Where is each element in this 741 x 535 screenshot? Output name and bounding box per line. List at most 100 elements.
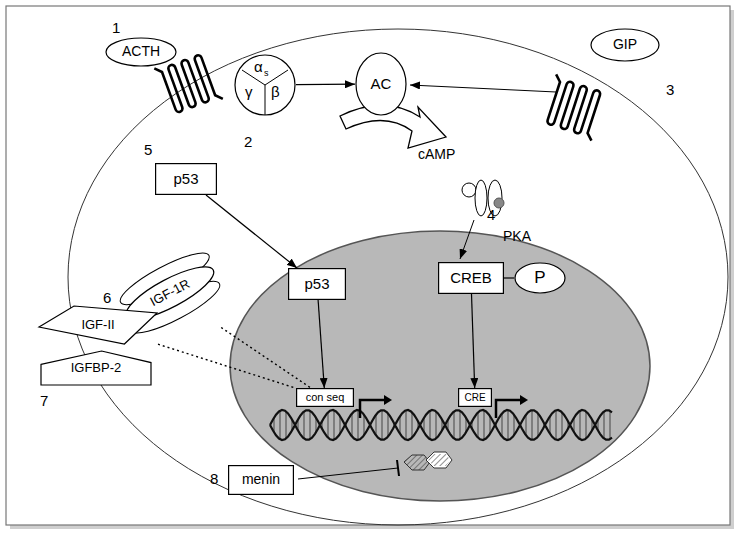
- transcription-arrow: [496, 400, 520, 418]
- receptor: [540, 74, 607, 140]
- dna-helix: [270, 410, 612, 440]
- outline: [235, 55, 295, 115]
- dna-rung: [454, 411, 455, 438]
- sequence-box: CRE: [458, 388, 492, 407]
- callout-number: 7: [40, 393, 48, 410]
- node-text: α: [254, 59, 263, 76]
- receptor-helix: [540, 74, 607, 140]
- dna-rung: [610, 411, 611, 440]
- dna-rung: [604, 411, 605, 438]
- dna-rung: [328, 412, 329, 437]
- dna-rung: [430, 411, 431, 440]
- outline: [229, 466, 294, 495]
- dna-rung: [460, 411, 461, 440]
- node-text: AC: [371, 76, 392, 93]
- outline: [297, 389, 354, 407]
- protein-complex: [426, 452, 452, 468]
- node-text: menin: [242, 472, 280, 487]
- callout-number: 8: [210, 471, 218, 488]
- dna-rung: [478, 412, 479, 437]
- dna-rung: [412, 412, 413, 437]
- callout-number: 5: [144, 142, 152, 159]
- nucleus: [230, 231, 650, 501]
- pka-subunit: [475, 180, 487, 216]
- node-text: s: [264, 69, 269, 79]
- protein-hatch: [428, 454, 450, 466]
- node-text: CRE: [464, 392, 485, 403]
- molecule-label: PKA: [503, 229, 531, 244]
- outline: [156, 164, 217, 195]
- arrow: [460, 220, 474, 259]
- subunit-divider: [265, 70, 288, 85]
- enzyme-ellipse: AC: [355, 52, 407, 116]
- dna-rung: [514, 415, 515, 436]
- dna-rung: [580, 411, 581, 440]
- dna-rung: [484, 410, 485, 439]
- node-text: con seq: [306, 391, 345, 403]
- callout-number: 6: [103, 290, 111, 307]
- subunit-divider: [265, 85, 266, 115]
- phosphate-ellipse: P: [514, 262, 566, 294]
- inhibition-line: [298, 468, 398, 479]
- binding-protein-shape: IGFBP-2: [40, 350, 152, 386]
- arrow-connector: [206, 195, 297, 268]
- callout-number: 3: [666, 82, 674, 99]
- callout-number: 2: [244, 134, 252, 151]
- protein-box: p53: [155, 163, 217, 195]
- outline: [39, 306, 157, 344]
- dna-rung: [286, 411, 287, 438]
- cell-membrane: [68, 29, 728, 525]
- sequence-box: con seq: [296, 388, 354, 407]
- protein-box: CREB: [438, 262, 504, 294]
- dna-rung: [508, 410, 509, 440]
- dna-rung: [280, 411, 281, 440]
- callout-number: 1: [112, 20, 120, 37]
- dna-rung: [538, 413, 539, 436]
- dna-rung: [358, 410, 359, 440]
- ligand-ellipse: GIP: [590, 28, 660, 62]
- transcription-arrow: [360, 400, 384, 418]
- dna-rung: [376, 415, 377, 436]
- outline: [289, 269, 346, 300]
- outline: [591, 29, 659, 61]
- node-text: IGFBP-2: [71, 361, 122, 375]
- node-text: GIP: [613, 37, 637, 52]
- dna-strand: [270, 410, 612, 440]
- node-text: p53: [304, 276, 329, 293]
- node-text: P: [534, 269, 545, 288]
- dna-rung: [532, 410, 533, 440]
- molecule-label: cAMP: [418, 147, 455, 162]
- dotted-connector: [221, 328, 311, 389]
- dna-rung: [334, 410, 335, 439]
- outline: [439, 263, 504, 294]
- arrow-connector: [472, 294, 475, 388]
- inhibition-bar: [397, 460, 399, 476]
- dna-rung: [526, 415, 527, 436]
- node-text: ACTH: [122, 44, 160, 59]
- dna-strand: [270, 410, 612, 440]
- pka-subunit: [462, 183, 476, 197]
- ligand-ellipse: ACTH: [105, 37, 177, 67]
- arrow-connector: [318, 300, 324, 388]
- dna-rung: [352, 413, 353, 436]
- pka-dot: [494, 198, 504, 208]
- dna-rung: [406, 410, 407, 439]
- dna-rung: [436, 411, 437, 438]
- outline: [356, 53, 406, 115]
- outline: [515, 263, 565, 293]
- g-protein: αs γ β: [234, 54, 296, 116]
- protein-complex: [404, 455, 430, 470]
- callout-number: 4: [487, 207, 495, 224]
- node-text: IGF-II: [81, 318, 114, 332]
- dna-rung: [382, 410, 383, 440]
- dna-rung: [364, 415, 365, 436]
- node-text: p53: [173, 171, 198, 188]
- protein-box: menin: [228, 465, 294, 495]
- frame: [6, 6, 730, 525]
- node-text: β: [271, 84, 280, 101]
- arrow-connector: [504, 277, 514, 278]
- outline: [106, 38, 176, 66]
- arrow-connector: [296, 84, 355, 86]
- dna-rung: [586, 411, 587, 438]
- node-text: γ: [245, 84, 253, 101]
